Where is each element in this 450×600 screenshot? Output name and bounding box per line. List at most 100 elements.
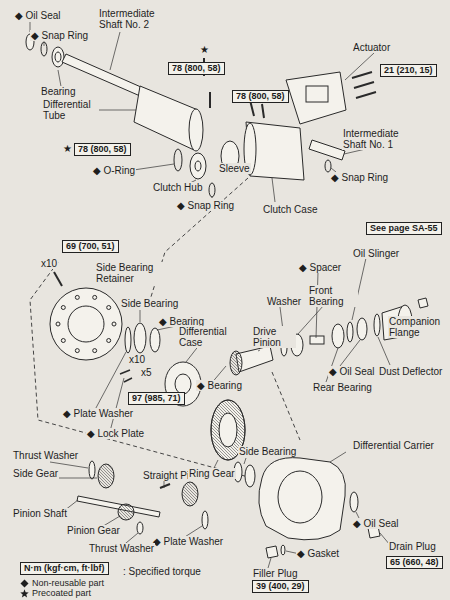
oil-seal (357, 318, 367, 340)
torque-value: 65 (660, 48) (390, 557, 439, 568)
alignment-line (30, 262, 252, 478)
part-label: Clutch Case (262, 204, 318, 215)
torque-box: 78 (800, 58) (232, 90, 289, 103)
retainer-bore (68, 306, 104, 342)
bolt-hole (56, 322, 60, 326)
snap-ring (325, 160, 331, 172)
oil-seal (350, 492, 358, 512)
pinion-head (230, 351, 242, 375)
lock-plate-bolt (120, 370, 132, 382)
bolt-hole (107, 339, 111, 343)
part-label: x5 (140, 367, 153, 378)
part-label: ◆ Bearing (196, 380, 243, 391)
torque-value: 39 (400, 29) (256, 581, 305, 592)
part-label: ◆ Snap Ring (176, 200, 235, 211)
part-label: Side Bearing (238, 446, 297, 457)
legend-row: Precoated part (20, 588, 91, 598)
part-label: ★ (62, 143, 73, 154)
bolt-hole (61, 339, 65, 343)
differential-carrier (259, 458, 346, 540)
part-label: Rear Bearing (312, 382, 373, 393)
part-label: Thrust Washer (88, 543, 155, 554)
bearing (150, 328, 160, 352)
part-label: x10 (40, 258, 58, 269)
part-label: Drain Plug (388, 541, 437, 552)
diamond-symbol (20, 579, 29, 588)
differential-tube (134, 86, 198, 150)
part-label: Differential Case (178, 326, 238, 348)
part-label: Bearing (40, 86, 76, 97)
part-label: Clutch Hub (152, 182, 203, 193)
torque-value: N·m (kgf·cm, ft·lbf) (24, 563, 105, 574)
star-symbol (20, 589, 29, 598)
bearing-race (55, 52, 61, 62)
bolt (54, 272, 62, 286)
part-label: : Specified torque (122, 566, 202, 577)
rear-bearing (332, 324, 344, 348)
clutch-hub-bore (195, 161, 201, 171)
part-label: ◆ Lock Plate (86, 428, 145, 439)
torque-value: 78 (800, 58) (236, 91, 285, 102)
torque-value: See page SA-55 (370, 223, 438, 234)
bolt-hole (93, 349, 97, 353)
bolt (352, 72, 376, 98)
part-label: Front Bearing (308, 285, 358, 307)
part-label: ◆ Oil Seal (352, 518, 399, 529)
part-label: ◆ Spacer (298, 262, 342, 273)
torque-value: 78 (800, 58) (172, 63, 221, 74)
torque-box: 97 (985, 71) (128, 392, 185, 405)
torque-value: 97 (985, 71) (132, 393, 181, 404)
bolt-hole (107, 306, 111, 310)
torque-value: 21 (210, 15) (384, 65, 433, 76)
clutch-hub (190, 153, 206, 179)
part-label: Pinion Gear (66, 525, 121, 536)
oil-slinger (347, 322, 353, 342)
part-label: Companion Flange (388, 316, 446, 338)
torque-box: 39 (400, 29) (252, 580, 309, 593)
actuator (286, 72, 346, 124)
part-label: ◆ O-Ring (92, 165, 136, 176)
actuator-motor (306, 86, 328, 102)
torque-box: See page SA-55 (366, 222, 442, 235)
side-bearing (134, 323, 146, 353)
filler-plug (266, 546, 278, 558)
gasket (281, 545, 285, 555)
part-label: x10 (128, 354, 146, 365)
part-label: ◆ Snap Ring (30, 30, 89, 41)
part-label: Actuator (352, 42, 391, 53)
part-label: Differential Tube (42, 99, 99, 121)
plate-washer (125, 327, 131, 353)
o-ring (174, 149, 182, 171)
part-label: Drive Pinion (252, 326, 296, 348)
part-label: Ring Gear (188, 468, 236, 479)
part-label: Dust Deflector (378, 366, 443, 377)
part-label: Sleeve (218, 163, 251, 174)
part-label: Differential Carrier (352, 440, 435, 451)
part-label: Pinion Shaft (12, 508, 68, 519)
legend-text: Precoated part (32, 588, 91, 598)
side-gear (98, 464, 114, 488)
part-label: Intermediate Shaft No. 1 (342, 128, 416, 150)
legend-text: Non-reusable part (32, 578, 104, 588)
straight-pin (160, 484, 170, 488)
thrust-washer (89, 461, 95, 479)
bolt-hole (75, 349, 79, 353)
part-label: ◆ Gasket (296, 548, 340, 559)
case-window (175, 374, 191, 394)
part-label: Oil Slinger (352, 248, 400, 259)
part-label: ★ (199, 44, 210, 55)
torque-value: 78 (800, 58) (78, 144, 127, 155)
side-gear (182, 482, 198, 506)
bolt-hole (112, 322, 116, 326)
pinion-gear (118, 504, 134, 520)
part-label: Washer (266, 296, 302, 307)
torque-box: N·m (kgf·cm, ft·lbf) (20, 562, 109, 575)
torque-box: 78 (800, 58) (168, 62, 225, 75)
part-label: ◆ Plate Washer (152, 536, 224, 547)
spacer (310, 336, 324, 344)
bolt-hole (93, 295, 97, 299)
torque-value: 69 (700, 51) (66, 241, 115, 252)
bearing (52, 47, 64, 67)
legend-row: Non-reusable part (20, 578, 104, 588)
bolt-hole (61, 306, 65, 310)
